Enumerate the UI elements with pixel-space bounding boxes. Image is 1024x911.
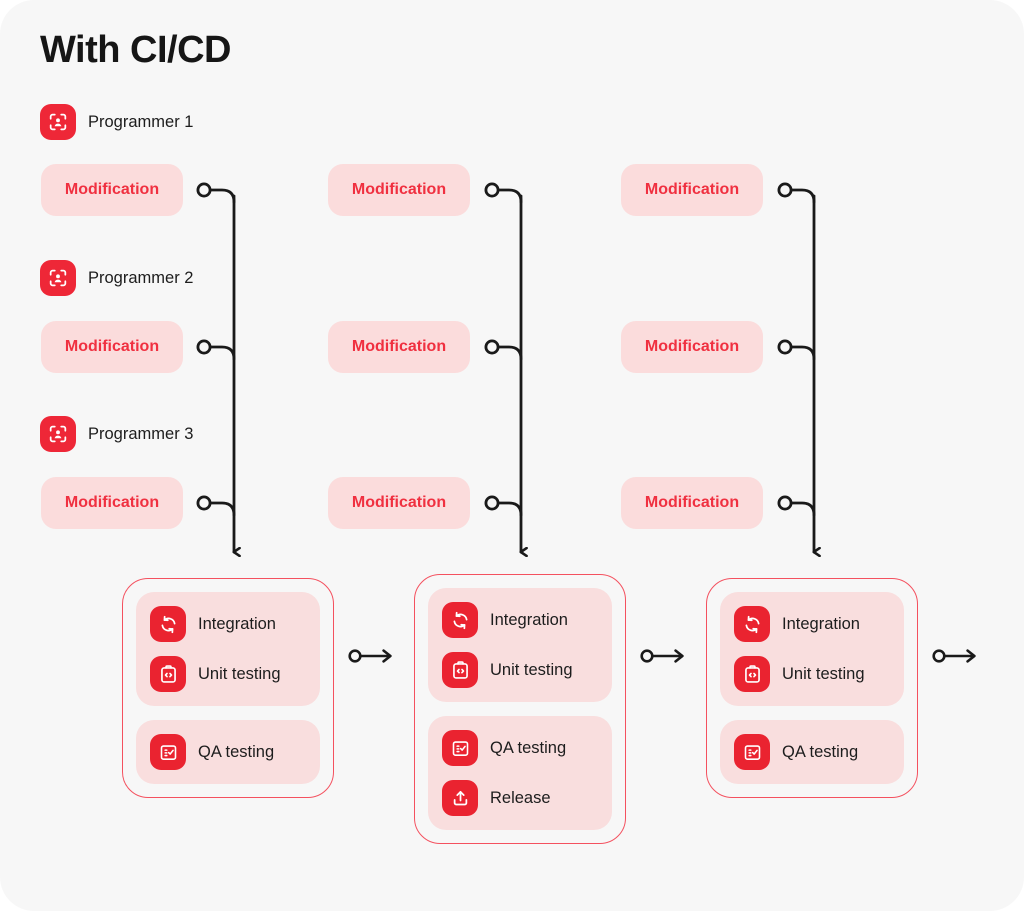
modification-pill[interactable]: Modification <box>328 321 470 373</box>
sync-refresh-icon <box>734 606 770 642</box>
modification-label: Modification <box>351 181 447 198</box>
programmer-label: Programmer 3 <box>88 424 194 443</box>
clipboard-code-icon <box>734 656 770 692</box>
sync-refresh-icon <box>150 606 186 642</box>
merge-connector-column-1 <box>196 182 234 552</box>
circle-arrow-right-icon <box>640 649 684 663</box>
modification-pill[interactable]: Modification <box>41 164 183 216</box>
programmer-label: Programmer 1 <box>88 112 194 131</box>
card-group-build: Integration Unit testing <box>136 592 320 706</box>
card-item-integration[interactable]: Integration <box>150 606 306 642</box>
circle-arrow-right-icon <box>932 649 976 663</box>
clipboard-code-icon <box>150 656 186 692</box>
card-item-integration[interactable]: Integration <box>734 606 890 642</box>
card-item-label: Unit testing <box>782 664 865 683</box>
modification-label: Modification <box>644 494 740 511</box>
card-item-label: QA testing <box>490 738 567 757</box>
modification-pill[interactable]: Modification <box>621 164 763 216</box>
cicd-card-3[interactable]: Integration Unit testing <box>706 578 918 798</box>
card-item-label: QA testing <box>782 742 859 761</box>
sync-refresh-icon <box>442 602 478 638</box>
person-scan-icon <box>40 104 76 140</box>
clipboard-code-icon <box>442 652 478 688</box>
circle-arrow-right-icon <box>348 649 392 663</box>
modification-pill[interactable]: Modification <box>621 477 763 529</box>
person-scan-icon <box>40 260 76 296</box>
programmer-row-2: Programmer 2 <box>40 260 193 296</box>
upload-icon <box>442 780 478 816</box>
step-arrow-3 <box>932 644 980 673</box>
modification-pill[interactable]: Modification <box>41 477 183 529</box>
modification-pill[interactable]: Modification <box>328 164 470 216</box>
cicd-card-1[interactable]: Integration Unit testing <box>122 578 334 798</box>
modification-pill[interactable]: Modification <box>41 321 183 373</box>
step-arrow-2 <box>640 644 688 673</box>
card-item-qa-testing[interactable]: QA testing <box>150 734 306 770</box>
person-scan-icon <box>40 416 76 452</box>
card-item-integration[interactable]: Integration <box>442 602 598 638</box>
card-group-build: Integration Unit testing <box>720 592 904 706</box>
card-item-label: Release <box>490 788 551 807</box>
programmer-row-3: Programmer 3 <box>40 416 193 452</box>
card-group-qa: QA testing <box>136 720 320 784</box>
card-item-unit-testing[interactable]: Unit testing <box>150 656 306 692</box>
merge-connector-column-2 <box>484 182 521 552</box>
card-item-unit-testing[interactable]: Unit testing <box>442 652 598 688</box>
card-item-label: Integration <box>198 614 276 633</box>
step-arrow-1 <box>348 644 396 673</box>
clipboard-check-icon <box>150 734 186 770</box>
card-item-release[interactable]: Release <box>442 780 598 816</box>
card-item-label: Integration <box>782 614 860 633</box>
card-item-qa-testing[interactable]: QA testing <box>734 734 890 770</box>
cicd-card-2[interactable]: Integration Unit testing <box>414 574 626 844</box>
card-group-qa: QA testing <box>720 720 904 784</box>
modification-pill[interactable]: Modification <box>621 321 763 373</box>
modification-label: Modification <box>64 181 160 198</box>
merge-connector-column-3 <box>777 182 814 552</box>
modification-label: Modification <box>351 338 447 355</box>
modification-pill[interactable]: Modification <box>328 477 470 529</box>
modification-label: Modification <box>64 338 160 355</box>
card-group-qa-release: QA testing Release <box>428 716 612 830</box>
card-item-label: Integration <box>490 610 568 629</box>
card-item-label: QA testing <box>198 742 275 761</box>
card-item-label: Unit testing <box>490 660 573 679</box>
programmer-label: Programmer 2 <box>88 268 194 287</box>
card-item-qa-testing[interactable]: QA testing <box>442 730 598 766</box>
modification-label: Modification <box>644 181 740 198</box>
modification-label: Modification <box>64 494 160 511</box>
card-item-label: Unit testing <box>198 664 281 683</box>
card-item-unit-testing[interactable]: Unit testing <box>734 656 890 692</box>
clipboard-check-icon <box>734 734 770 770</box>
programmer-row-1: Programmer 1 <box>40 104 193 140</box>
clipboard-check-icon <box>442 730 478 766</box>
page-title: With CI/CD <box>40 29 231 71</box>
card-group-build: Integration Unit testing <box>428 588 612 702</box>
modification-label: Modification <box>644 338 740 355</box>
modification-label: Modification <box>351 494 447 511</box>
